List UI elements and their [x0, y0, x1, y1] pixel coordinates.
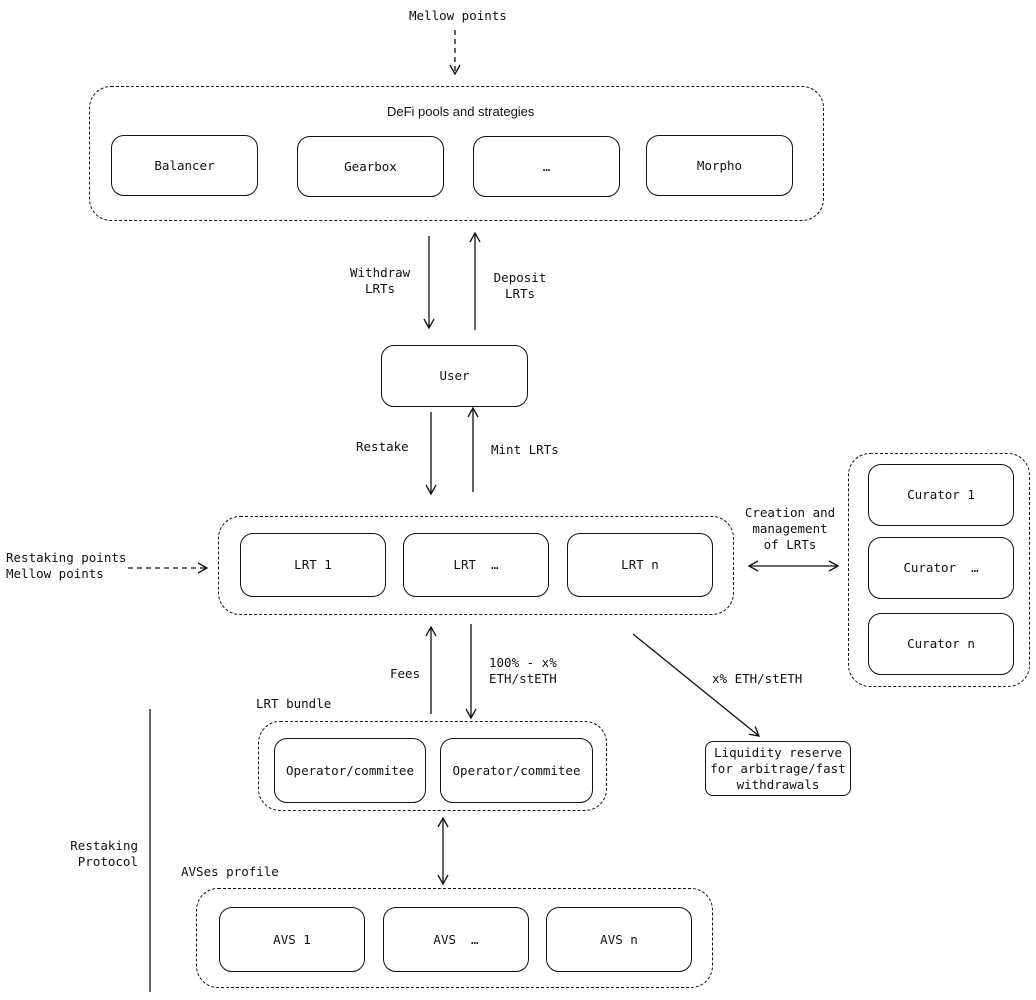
liquidity-reserve-box: Liquidity reserve for arbitrage/fast wit…: [705, 741, 851, 796]
mint-lrts-label: Mint LRTs: [491, 442, 559, 457]
lrt-1-box: LRT 1: [240, 533, 386, 597]
lrt-ellipsis-box: LRT …: [403, 533, 549, 597]
lrt-bundle-group: [258, 721, 607, 811]
defi-pools-group: [89, 86, 824, 221]
eth-steth-percent-label: 100% - x% ETH/stETH: [489, 655, 557, 686]
fees-label: Fees: [390, 666, 421, 681]
lrt-bundle-title: LRT bundle: [256, 696, 332, 711]
liquidity-arrow: [632, 633, 761, 737]
lrt-group: [218, 516, 734, 615]
operator-committee-1-box: Operator/commitee: [274, 738, 426, 803]
deposit-lrts-label: Deposit LRTs: [493, 270, 547, 301]
avs-group: [196, 888, 713, 988]
lrt-n-box: LRT n: [567, 533, 713, 597]
restaking-mellow-points-label: Restaking points Mellow points: [6, 550, 127, 581]
operator-committee-2-box: Operator/commitee: [440, 738, 593, 803]
balancer-box: Balancer: [111, 135, 258, 196]
curators-group: [848, 453, 1030, 687]
defi-ellipsis-box: …: [473, 136, 620, 197]
defi-pools-title: DeFi pools and strategies: [387, 104, 535, 119]
restaking-protocol-label: Restaking Protocol: [70, 838, 138, 869]
creation-management-label: Creation and management of LRTs: [744, 505, 836, 552]
curator-n-box: Curator n: [868, 613, 1014, 675]
curator-ellipsis-box: Curator …: [868, 537, 1014, 599]
user-box: User: [381, 345, 528, 407]
withdraw-lrts-label: Withdraw LRTs: [350, 265, 411, 296]
gearbox-box: Gearbox: [297, 136, 444, 197]
mellow-points-top-label: Mellow points: [409, 8, 507, 23]
restake-label: Restake: [356, 439, 409, 454]
avs-1-box: AVS 1: [219, 907, 365, 972]
morpho-box: Morpho: [646, 135, 793, 196]
avses-profile-title: AVSes profile: [181, 864, 279, 879]
avs-n-box: AVS n: [546, 907, 692, 972]
curator-1-box: Curator 1: [868, 464, 1014, 526]
x-percent-eth-label: x% ETH/stETH: [712, 671, 803, 686]
avs-ellipsis-box: AVS …: [383, 907, 529, 972]
